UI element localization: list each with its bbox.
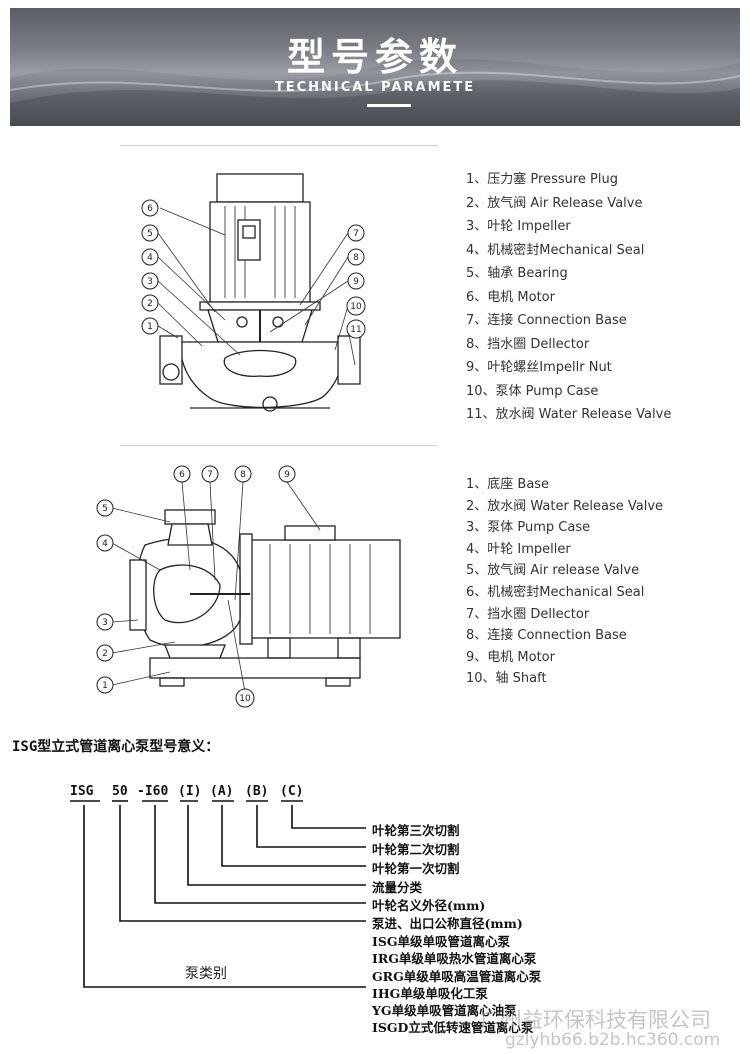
pump-type-item: GRG单级单吸高温管道离心泵 <box>372 968 542 984</box>
callout-3: 3 <box>96 613 114 631</box>
svg-text:4: 4 <box>102 539 108 549</box>
horizontal-pump-diagram: 5 4 3 2 1 6 7 8 9 10 <box>96 465 401 708</box>
code-impeller: -I60 <box>137 784 169 799</box>
part-item: 6、电机 Motor <box>466 289 555 305</box>
meaning-port-diameter: 泵进、出口公称直径(mm) <box>372 916 523 931</box>
watermark-company: 广州益环保科技有限公司 <box>480 1008 711 1032</box>
code-cut-a: (A) <box>210 784 234 799</box>
meaning-impeller-diameter: 叶轮名义外径(mm) <box>372 898 486 913</box>
model-meaning-heading: ISG型立式管道离心泵型号意义： <box>12 739 220 755</box>
section-divider-middle <box>120 445 438 446</box>
svg-text:3: 3 <box>102 618 108 628</box>
callout-5: 5 <box>141 224 159 242</box>
part-item: 1、压力塞 Pressure Plug <box>466 172 618 187</box>
callout-6: 6 <box>141 199 159 217</box>
svg-text:4: 4 <box>147 253 153 263</box>
callout-6: 6 <box>173 465 191 483</box>
callout-9: 9 <box>278 465 296 483</box>
svg-text:5: 5 <box>102 504 108 514</box>
callout-7: 7 <box>347 224 365 242</box>
callout-11: 11 <box>346 319 366 339</box>
svg-text:7: 7 <box>207 470 213 480</box>
svg-text:6: 6 <box>147 204 153 214</box>
banner-wave-graphic <box>10 8 740 126</box>
part-item: 7、连接 Connection Base <box>466 313 627 328</box>
section-divider-top <box>120 145 438 146</box>
callout-5: 5 <box>96 499 114 517</box>
meaning-third-cut: 叶轮第三次切割 <box>372 823 460 838</box>
horizontal-pump-parts-list: 1、底座 Base 2、放水阀 Water Release Valve 3、泵体… <box>466 474 663 690</box>
part-item: 7、挡水圈 Dellector <box>466 606 590 622</box>
banner-subtitle: TECHNICAL PARAMETE <box>274 80 476 95</box>
svg-text:9: 9 <box>353 277 359 287</box>
callout-1: 1 <box>141 317 159 335</box>
callout-4: 4 <box>96 534 114 552</box>
svg-text:11: 11 <box>350 325 361 335</box>
part-item: 9、电机 Motor <box>466 649 555 665</box>
callout-2: 2 <box>141 294 159 312</box>
code-flow: (I) <box>178 784 202 799</box>
part-item: 4、叶轮 Impeller <box>466 541 571 557</box>
vertical-pump-diagram: 6 5 4 3 2 1 7 8 9 10 11 <box>141 173 366 412</box>
part-item: 3、泵体 Pump Case <box>466 520 591 536</box>
watermark-url: gzlyhb66.b2b.hc360.com <box>505 1030 721 1050</box>
meaning-flow-class: 流量分类 <box>372 880 423 895</box>
header-banner: 型号参数 TECHNICAL PARAMETE <box>10 8 740 126</box>
svg-text:2: 2 <box>102 649 108 659</box>
svg-text:8: 8 <box>353 253 359 263</box>
pump-type-list: ISG单级单吸管道离心泵 IRG单级单吸热水管道离心泵 GRG单级单吸高温管道离… <box>372 933 541 1037</box>
callout-7: 7 <box>201 465 219 483</box>
callout-1: 1 <box>96 676 114 694</box>
code-diameter: 50 <box>112 784 128 799</box>
part-item: 6、机械密封Mechanical Seal <box>466 584 645 600</box>
part-item: 10、轴 Shaft <box>466 671 547 687</box>
part-item: 8、连接 Connection Base <box>466 628 627 644</box>
svg-text:1: 1 <box>102 681 108 691</box>
vertical-pump-parts-list: 1、压力塞 Pressure Plug 2、放气阀 Air Release Va… <box>466 168 671 427</box>
pump-type-item: YG单级单吸管道离心油泵 <box>372 1003 517 1019</box>
part-item: 5、放气阀 Air release Valve <box>466 563 640 579</box>
part-item: 9、叶轮螺丝Impellr Nut <box>466 360 612 375</box>
svg-text:5: 5 <box>147 229 153 239</box>
callout-2: 2 <box>96 644 114 662</box>
part-item: 2、放气阀 Air Release Valve <box>466 195 643 211</box>
pump-type-item: IHG单级单吸化工泵 <box>372 985 488 1001</box>
part-item: 4、机械密封Mechanical Seal <box>466 242 645 258</box>
callout-8: 8 <box>234 465 252 483</box>
meaning-second-cut: 叶轮第二次切割 <box>372 842 460 857</box>
svg-text:2: 2 <box>147 299 153 309</box>
svg-text:1: 1 <box>147 322 153 332</box>
code-series: ISG <box>70 784 94 799</box>
callout-10: 10 <box>235 688 255 708</box>
pump-type-item: ISGD立式低转速管道离心泵 <box>372 1020 534 1036</box>
callout-10: 10 <box>346 296 366 316</box>
part-item: 2、放水阀 Water Release Valve <box>466 498 664 514</box>
code-cut-b: (B) <box>245 784 269 799</box>
callout-9: 9 <box>347 272 365 290</box>
svg-text:10: 10 <box>350 302 362 312</box>
part-item: 5、轴承 Bearing <box>466 266 568 281</box>
svg-text:3: 3 <box>147 277 153 287</box>
meaning-first-cut: 叶轮第一次切割 <box>372 861 460 876</box>
svg-text:7: 7 <box>353 229 359 239</box>
part-item: 1、底座 Base <box>466 477 550 492</box>
pump-category-label: 泵类别 <box>185 966 227 982</box>
svg-text:6: 6 <box>179 470 185 480</box>
svg-text:9: 9 <box>284 470 290 480</box>
part-item: 8、挡水圈 Dellector <box>466 336 590 352</box>
svg-text:8: 8 <box>240 470 246 480</box>
banner-title: 型号参数 <box>286 35 463 79</box>
banner-underline <box>367 104 411 107</box>
pump-type-item: ISG单级单吸管道离心泵 <box>372 934 511 949</box>
callout-4: 4 <box>141 248 159 266</box>
part-item: 3、叶轮 Impeller <box>466 219 571 234</box>
svg-text:10: 10 <box>239 694 251 704</box>
callout-8: 8 <box>347 248 365 266</box>
part-item: 11、放水阀 Water Release Valve <box>466 407 672 422</box>
part-item: 10、泵体 Pump Case <box>466 383 599 399</box>
pump-type-item: IRG单级单吸热水管道离心泵 <box>372 951 537 967</box>
callout-3: 3 <box>141 272 159 290</box>
code-cut-c: (C) <box>280 784 304 799</box>
